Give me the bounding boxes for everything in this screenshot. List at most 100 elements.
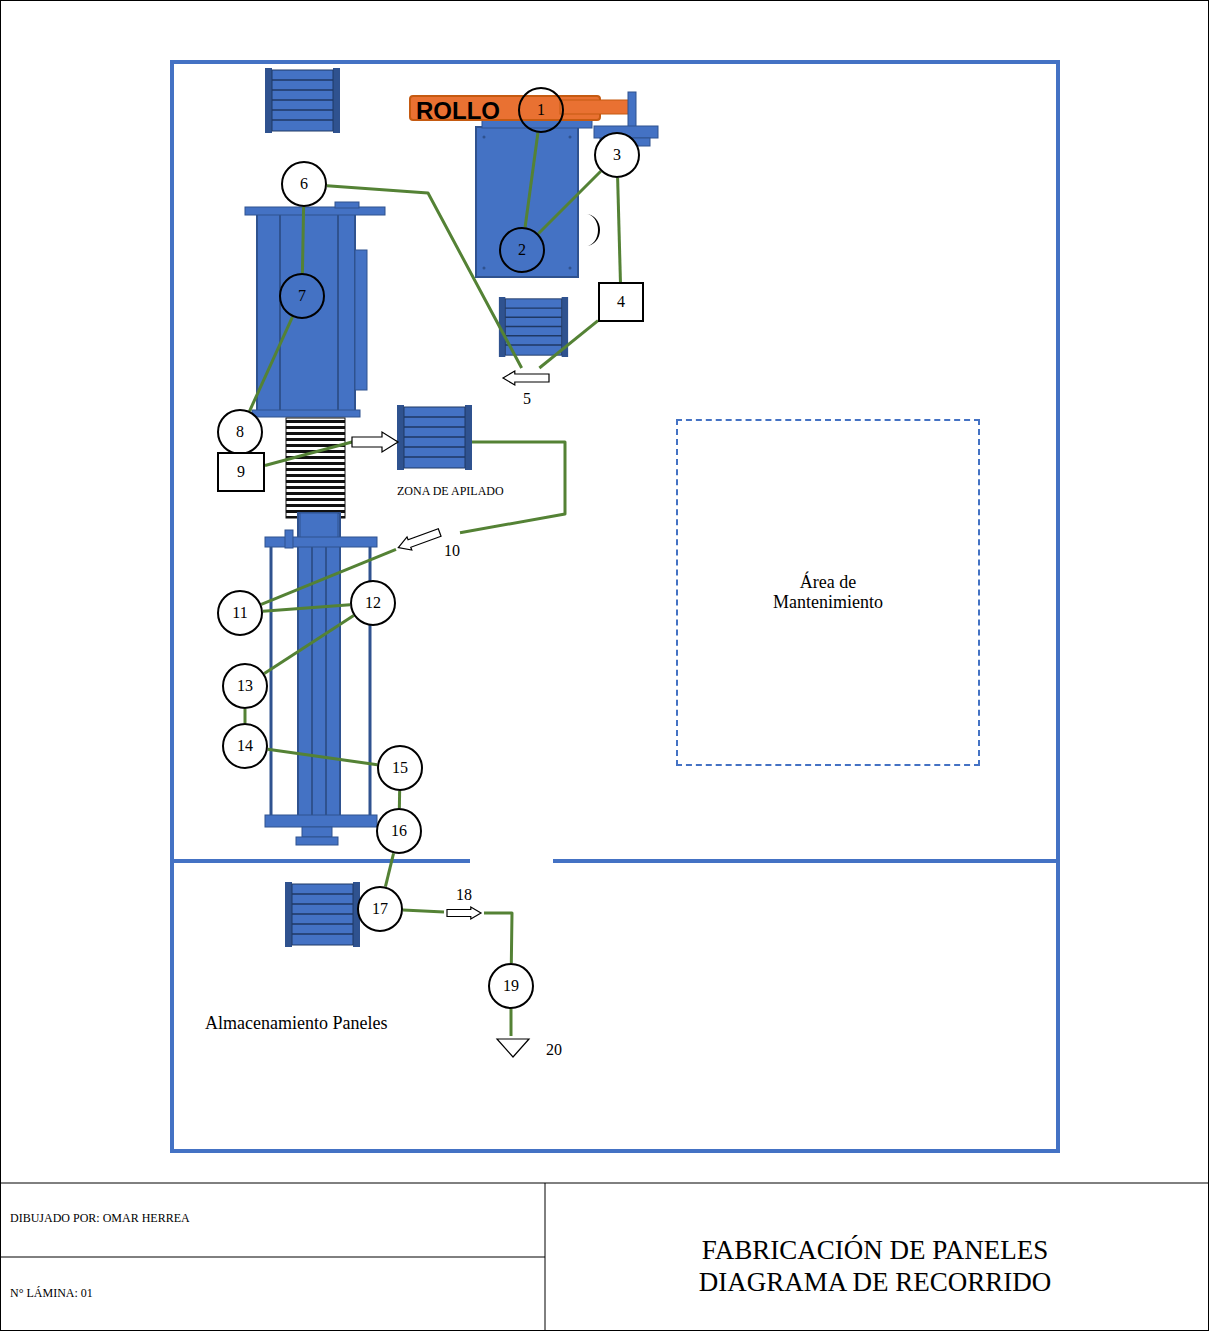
- step-number: 19: [503, 977, 519, 995]
- step-number: 11: [232, 604, 247, 622]
- transport-arrow: 10: [396, 528, 460, 560]
- drawing-part: [298, 513, 340, 823]
- step-number: 9: [237, 463, 245, 481]
- operation-circle: 13: [222, 663, 268, 709]
- route-line: [264, 616, 353, 674]
- operation-circle: 2: [499, 227, 545, 273]
- drawing-part: [560, 100, 630, 114]
- drawing-part: [170, 60, 1060, 64]
- symbol-outline: [497, 1039, 529, 1057]
- symbol-outline: [396, 526, 442, 554]
- press-machine: [245, 202, 385, 417]
- transport-arrow: 18: [444, 886, 484, 922]
- step-number: 18: [456, 886, 472, 904]
- step-number: 6: [300, 175, 308, 193]
- drawing-part: [265, 815, 377, 827]
- route-line: [403, 910, 444, 912]
- symbol-outline: [503, 371, 549, 385]
- pallet: [265, 68, 340, 133]
- operation-circle: 19: [488, 963, 534, 1009]
- drawing-part: [569, 136, 572, 139]
- operation-circle: 6: [281, 161, 327, 207]
- title-block-text: DIBUJADO POR: OMAR HERREA: [10, 1211, 190, 1226]
- route-line: [398, 791, 401, 808]
- route-line: [263, 605, 350, 612]
- roller-conveyor: [286, 418, 345, 518]
- operation-circle: 14: [222, 723, 268, 769]
- transport-arrow: 5: [500, 368, 554, 408]
- drawing-part: [476, 127, 578, 277]
- pallet: [397, 405, 472, 470]
- step-number: 13: [237, 677, 253, 695]
- step-number: 15: [392, 759, 408, 777]
- pallet: [285, 882, 360, 947]
- drawing-title: FABRICACIÓN DE PANELES DIAGRAMA DE RECOR…: [699, 1235, 1052, 1297]
- machine-label: ROLLO: [416, 97, 500, 124]
- drawing-part: [335, 202, 359, 208]
- step-number: 4: [617, 293, 625, 311]
- drawing-part: [296, 837, 338, 845]
- area-name: Área de Mantenimiento: [758, 573, 898, 613]
- drawing-part: [325, 547, 327, 815]
- route-line: [539, 321, 598, 368]
- step-number: 20: [546, 1041, 562, 1059]
- drawing-part: [569, 267, 572, 270]
- route-line: [385, 853, 393, 886]
- title-block-text: N° LÁMINA: 01: [10, 1286, 93, 1301]
- plant-wall: [170, 60, 1060, 1153]
- drawing-part: [355, 250, 367, 390]
- operation-circle: 3: [594, 132, 640, 178]
- drawing-part: [302, 827, 332, 837]
- area-label: Almacenamiento Paneles: [205, 1013, 387, 1033]
- symbol-outline: [447, 907, 481, 919]
- step-number: 12: [365, 594, 381, 612]
- drawing-part: [252, 410, 360, 417]
- operation-circle: 17: [357, 886, 403, 932]
- operation-circle: 1: [518, 87, 564, 133]
- transport-arrow: [352, 432, 398, 452]
- drawing-part: [257, 213, 355, 413]
- machine-label: ROLLO: [416, 97, 500, 125]
- drawing-part: [245, 207, 385, 215]
- route-line: [250, 317, 293, 411]
- drawing-part: [285, 530, 293, 548]
- title-block-line: [0, 1257, 545, 1258]
- maintenance-area: Área de Mantenimiento: [676, 419, 980, 766]
- zone-label: ZONA DE APILADO: [397, 484, 504, 498]
- operation-circle: 15: [377, 745, 423, 791]
- step-number: 16: [391, 822, 407, 840]
- drawing-part: [279, 215, 281, 413]
- inspection-box: 9: [217, 452, 265, 492]
- zone-label: ZONA DE APILADO: [397, 484, 504, 499]
- drawing-part: [170, 1149, 1060, 1153]
- step-number: 14: [237, 737, 253, 755]
- title-block-line: [0, 1183, 1209, 1184]
- inspection-box: 4: [598, 282, 644, 322]
- route-line: [538, 171, 600, 233]
- operation-circle: 16: [376, 808, 422, 854]
- drawing-part: [1056, 60, 1060, 1153]
- arrow-symbol: [446, 906, 482, 920]
- arrow-symbol: [395, 525, 444, 556]
- step-number: 7: [298, 287, 306, 305]
- route-line: [510, 1009, 513, 1036]
- operation-circle: 7: [279, 273, 325, 319]
- step-number: 2: [518, 241, 526, 259]
- step-number: 1: [537, 101, 545, 119]
- drawing-part: [172, 859, 470, 863]
- drawing-part: [311, 547, 313, 815]
- route-line: [244, 709, 247, 723]
- step-number: 5: [523, 390, 531, 408]
- drawing-part: [265, 537, 377, 547]
- route-line: [268, 749, 377, 765]
- operation-circle: 8: [217, 409, 263, 455]
- title-block-text: N° LÁMINA: 01: [10, 1286, 93, 1300]
- drawing-part: [483, 136, 486, 139]
- step-number: 3: [613, 146, 621, 164]
